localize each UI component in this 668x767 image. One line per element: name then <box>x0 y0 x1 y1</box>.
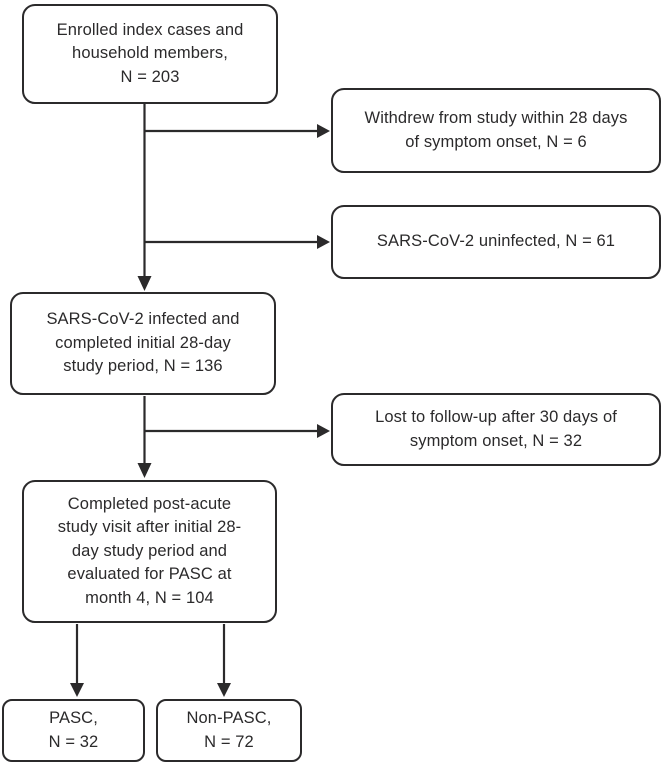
arrowhead-down-postacute <box>137 463 152 478</box>
box-withdrew-text: Withdrew from study within 28 days of sy… <box>364 109 628 151</box>
arrowhead-down-pasc <box>70 683 84 697</box>
box-pasc: PASC, N = 32 <box>2 699 145 762</box>
box-withdrew-from-study: Withdrew from study within 28 days of sy… <box>331 88 661 173</box>
box-lost-to-follow-up: Lost to follow-up after 30 days of sympt… <box>331 393 661 466</box>
box-pasc-text: PASC, N = 32 <box>48 709 99 751</box>
box-enrolled-index-cases: Enrolled index cases and household membe… <box>22 4 278 104</box>
box-infected-text: SARS-CoV-2 infected and completed initia… <box>46 310 240 376</box>
box-postacute-text: Completed post-acute study visit after i… <box>57 494 242 607</box>
box-completed-post-acute-visit: Completed post-acute study visit after i… <box>22 480 277 623</box>
arrowhead-right-lost <box>317 424 330 438</box>
arrowhead-right-withdrew <box>317 124 330 138</box>
box-nonpasc-text: Non-PASC, N = 72 <box>186 709 272 751</box>
box-enrolled-text: Enrolled index cases and household membe… <box>56 20 244 86</box>
arrowhead-right-uninfected <box>317 235 330 249</box>
arrowhead-down-nonpasc <box>217 683 231 697</box>
arrowhead-down-infected <box>137 276 152 291</box>
box-non-pasc: Non-PASC, N = 72 <box>156 699 302 762</box>
box-sars-cov-2-uninfected: SARS-CoV-2 uninfected, N = 61 <box>331 205 661 279</box>
box-uninfected-text: SARS-CoV-2 uninfected, N = 61 <box>376 232 616 251</box>
box-sars-cov-2-infected: SARS-CoV-2 infected and completed initia… <box>10 292 276 395</box>
box-lost-text: Lost to follow-up after 30 days of sympt… <box>375 408 617 450</box>
